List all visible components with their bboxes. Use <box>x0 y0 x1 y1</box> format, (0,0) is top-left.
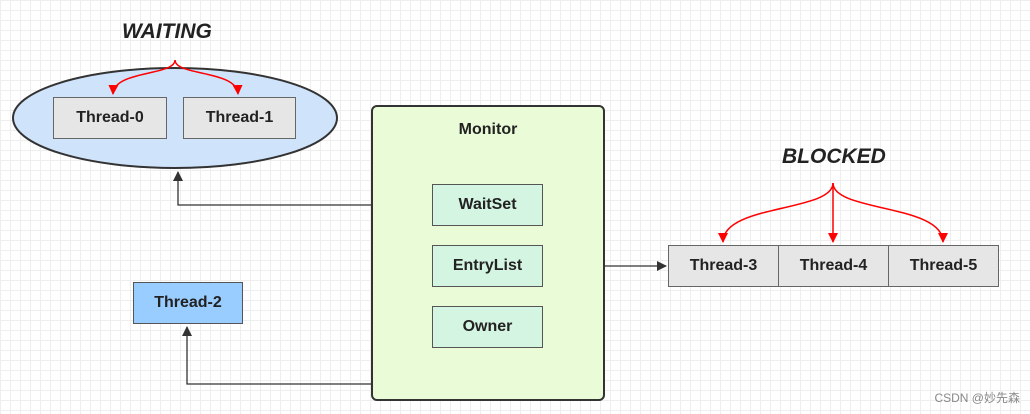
waiting-thread-0: Thread-0 <box>53 97 167 139</box>
waiting-label: WAITING <box>122 20 212 43</box>
blocked-red-arrow-left <box>718 182 834 243</box>
owner-box: Owner <box>432 306 543 348</box>
waiting-red-arrow-right <box>174 59 243 95</box>
blocked-thread-3: Thread-3 <box>668 245 779 287</box>
blocked-thread-4: Thread-4 <box>778 245 889 287</box>
monitor-title: Monitor <box>458 121 518 138</box>
wait-set-box: WaitSet <box>432 184 543 226</box>
owner-thread-box: Thread-2 <box>133 282 243 324</box>
blocked-red-arrow-right <box>832 182 948 243</box>
csdn-watermark: CSDN @妙先森 <box>934 391 1020 405</box>
waiting-red-arrow-left <box>108 59 176 95</box>
blocked-label: BLOCKED <box>782 145 886 168</box>
waiting-thread-1: Thread-1 <box>183 97 296 139</box>
entry-list-box: EntryList <box>432 245 543 287</box>
blocked-thread-5: Thread-5 <box>888 245 999 287</box>
